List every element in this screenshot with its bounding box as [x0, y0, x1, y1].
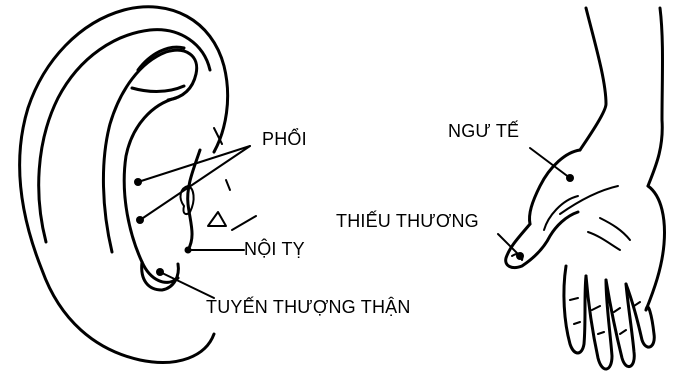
ear-tick-2	[232, 216, 256, 230]
hand-illustration	[506, 8, 665, 369]
hand-finger-1	[564, 266, 586, 353]
label-ngu-te: NGƯ TẾ	[448, 121, 519, 142]
leader-phoi-lower	[140, 146, 250, 220]
label-phoi: PHỔI	[262, 129, 307, 150]
ear-concha	[124, 98, 178, 282]
leader-tuyen-thuong-than	[160, 272, 214, 298]
leader-ngu-te	[530, 148, 570, 178]
ear-triangular-fossa	[132, 47, 184, 91]
label-thieu-thuong: THIẾU THƯƠNG	[336, 211, 479, 232]
hand-palm-edge	[646, 186, 664, 310]
label-noi-ty: NỘI TỴ	[244, 239, 305, 260]
triangle-mark	[208, 212, 226, 226]
ear-antihelix	[103, 50, 196, 252]
ear-tick-1	[226, 180, 230, 190]
hand-forearm-top	[580, 8, 606, 150]
ear-lobe	[142, 262, 179, 290]
hand-thumb	[506, 212, 578, 268]
label-tuyen-thuong-than: TUYẾN THƯỢNG THẬN	[206, 297, 411, 318]
hand-forearm-bottom	[648, 8, 663, 186]
hand-palm-lines	[588, 218, 630, 250]
leader-phoi-upper	[138, 146, 250, 182]
